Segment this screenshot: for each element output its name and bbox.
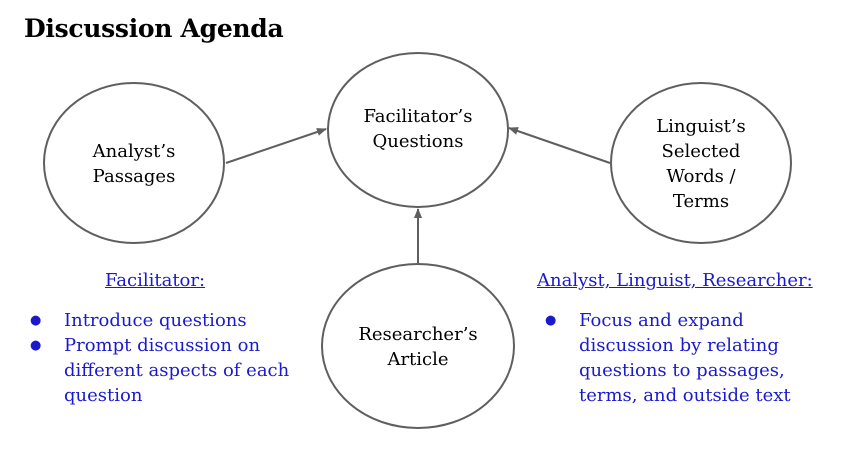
analyst-node	[43, 82, 225, 244]
facilitator-task-list: Introduce questions Prompt discussion on…	[28, 308, 318, 408]
linguist-node-label: Linguist’s Selected Words / Terms	[656, 116, 746, 212]
diagram-title: Discussion Agenda	[24, 14, 284, 43]
analyst-node-label: Analyst’s Passages	[92, 141, 176, 187]
list-item: Introduce questions	[28, 308, 318, 333]
team-task-list: Focus and expand discussion by relating …	[543, 308, 793, 408]
facilitator-node	[327, 52, 509, 208]
list-item: Focus and expand discussion by relating …	[543, 308, 793, 408]
analyst-to-facilitator-arrow	[225, 128, 327, 164]
linguist-node	[610, 82, 792, 244]
linguist-to-facilitator-arrow	[508, 127, 611, 164]
facilitator-heading: Facilitator:	[105, 270, 206, 291]
facilitator-node-label: Facilitator’s Questions	[363, 106, 473, 152]
researcher-node-label: Researcher’s Article	[358, 324, 478, 370]
list-item: Prompt discussion on different aspects o…	[28, 333, 318, 408]
team-heading: Analyst, Linguist, Researcher:	[537, 270, 813, 291]
